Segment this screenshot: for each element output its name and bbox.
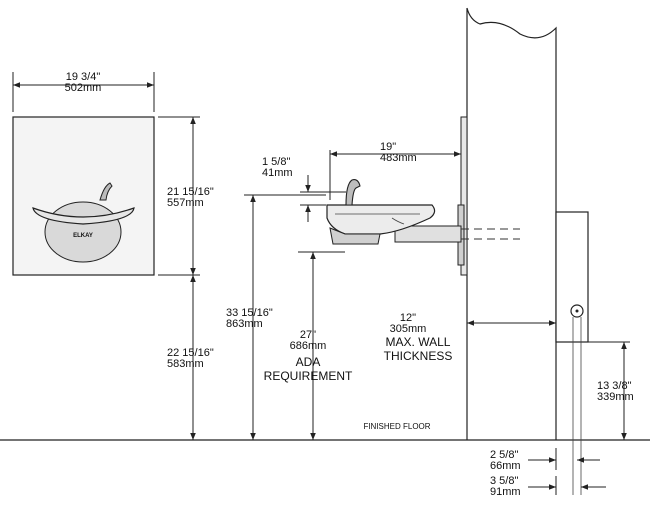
supply-height-dimension: 13 3/8" 339mm	[585, 341, 634, 440]
rim-height-metric: 863mm	[226, 318, 263, 330]
wall-imperial: 12"	[400, 312, 416, 324]
front-height-metric: 557mm	[167, 197, 204, 209]
supply-fitting	[570, 304, 584, 495]
wall-box	[555, 211, 589, 343]
front-height-dimension: 21 15/16" 557mm	[158, 116, 214, 276]
front-width-imperial: 19 3/4"	[66, 71, 101, 83]
front-width-metric: 502mm	[65, 82, 102, 94]
front-panel	[12, 116, 155, 276]
projection-metric: 483mm	[380, 152, 417, 164]
ada-dimension: 27" 686mm ADA REQUIREMENT	[264, 251, 353, 440]
bubbler-height-metric: 41mm	[262, 167, 293, 179]
wall-plate	[460, 116, 468, 276]
offset1-dimension: 2 5/8" 66mm	[490, 448, 600, 472]
wall	[457, 7, 589, 440]
front-bubbler	[99, 182, 113, 201]
wall-thickness-dimension: 12" 305mm MAX. WALL THICKNESS	[384, 312, 556, 363]
ada-label-2: REQUIREMENT	[264, 369, 353, 383]
offset1-imperial: 2 5/8"	[490, 449, 518, 461]
ada-label-1: ADA	[296, 355, 321, 369]
offset2-dimension: 3 5/8" 91mm	[490, 475, 606, 498]
front-width-dimension: 19 3/4" 502mm	[12, 71, 155, 112]
ada-imperial: 27"	[300, 329, 316, 341]
projection-dimension: 19" 483mm	[329, 141, 461, 200]
supply-height-metric: 339mm	[597, 391, 634, 403]
finished-floor-label: FINISHED FLOOR	[363, 422, 430, 431]
front-floor-metric: 583mm	[167, 358, 204, 370]
side-basin	[326, 204, 436, 235]
front-floor-imperial: 22 15/16"	[167, 347, 214, 359]
offset2-metric: 91mm	[490, 486, 521, 498]
offset2-imperial: 3 5/8"	[490, 475, 518, 487]
side-view-fixture	[326, 179, 520, 245]
front-backplate	[44, 201, 122, 263]
bubbler-height-imperial: 1 5/8"	[262, 156, 290, 168]
rim-height-imperial: 33 15/16"	[226, 307, 273, 319]
wall-metric: 305mm	[390, 323, 427, 335]
wall-outline	[466, 7, 557, 440]
front-floor-dimension: 22 15/16" 583mm	[167, 275, 214, 440]
push-bar	[391, 217, 405, 225]
front-logo: ELKAY	[73, 233, 93, 239]
projection-imperial: 19"	[380, 141, 396, 153]
side-lower-bowl	[329, 227, 381, 245]
supply-height-imperial: 13 3/8"	[597, 380, 632, 392]
front-height-imperial: 21 15/16"	[167, 186, 214, 198]
wall-label-2: THICKNESS	[384, 349, 453, 363]
supply-fitting-center	[575, 309, 579, 313]
side-bubbler	[345, 179, 361, 206]
bubbler-height-dimension: 1 5/8" 41mm	[262, 156, 346, 222]
rim-height-dimension: 33 15/16" 863mm	[226, 194, 326, 440]
front-basin	[32, 207, 135, 225]
front-view: ELKAY	[12, 116, 155, 276]
ada-metric: 686mm	[290, 340, 327, 352]
wall-label-1: MAX. WALL	[386, 335, 451, 349]
waste-pipe	[394, 225, 462, 243]
offset1-metric: 66mm	[490, 460, 521, 472]
